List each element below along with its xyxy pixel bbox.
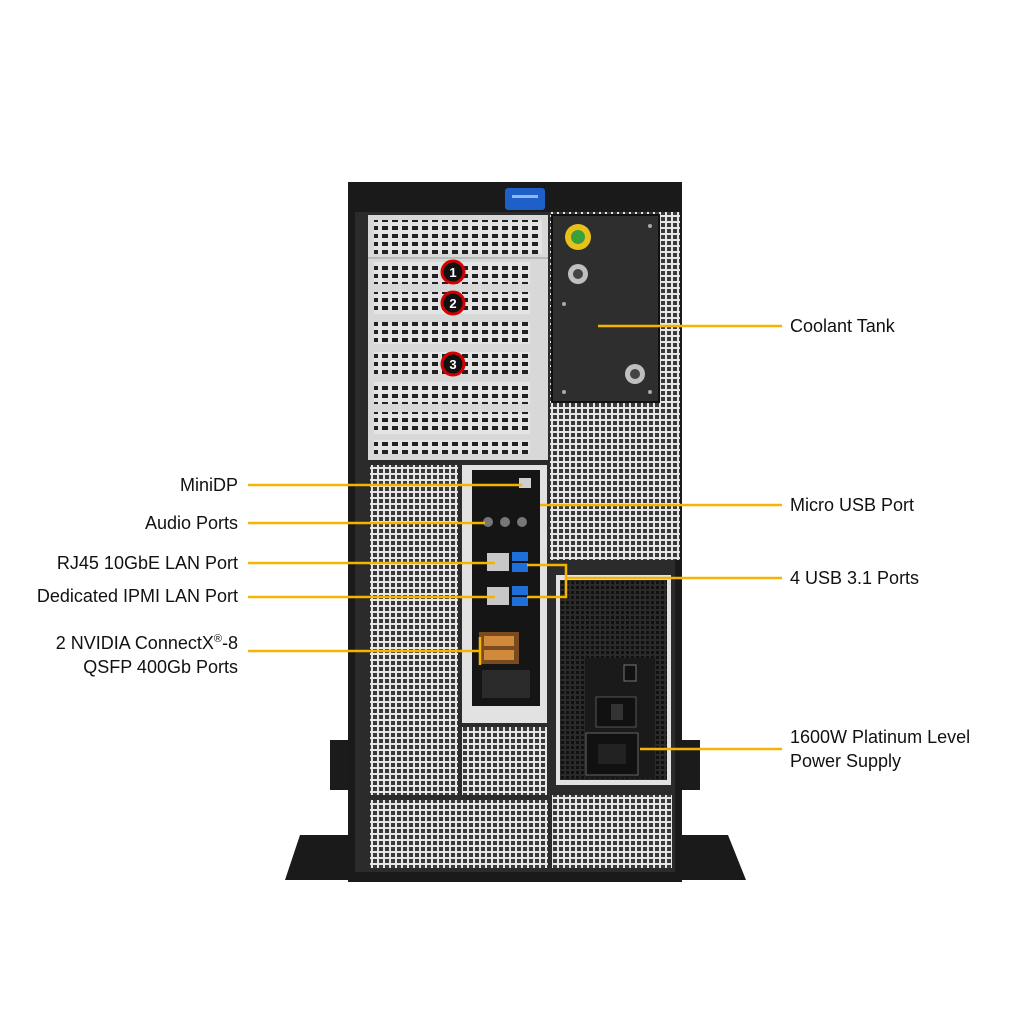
leader-lines (248, 324, 782, 751)
label-nvidia-line1: 2 NVIDIA ConnectX®-8 (55, 633, 238, 653)
svg-text:2: 2 (449, 296, 456, 311)
slot-badge-2: 2 (440, 290, 466, 316)
label-psu-line2: Power Supply (790, 751, 902, 771)
label-psu-line1: 1600W Platinum Level (790, 727, 971, 747)
mid-mesh-panel (462, 727, 547, 795)
label-power-supply: 1600W Platinum Level Power Supply (790, 725, 970, 773)
slot-badge-1: 1 (440, 259, 466, 285)
label-audio-ports: Audio Ports (144, 513, 238, 533)
label-ipmi-lan-port: Dedicated IPMI LAN Port (36, 586, 238, 606)
svg-text:1: 1 (449, 265, 456, 280)
coolant-tank-panel (550, 212, 680, 560)
io-shield (462, 465, 547, 723)
top-latch (505, 188, 545, 210)
label-usb31-ports: 4 USB 3.1 Ports (790, 568, 920, 588)
label-micro-usb-port: Micro USB Port (790, 495, 915, 515)
label-minidp: MiniDP (179, 475, 238, 495)
expansion-slots (368, 215, 548, 460)
label-nvidia-connectx: 2 NVIDIA ConnectX®-8 QSFP 400Gb Ports (56, 627, 238, 679)
label-coolant-tank: Coolant Tank (790, 316, 895, 336)
svg-text:3: 3 (449, 357, 456, 372)
label-rj45-lan-port: RJ45 10GbE LAN Port (56, 553, 238, 573)
left-mesh-panel (370, 465, 458, 795)
slot-badge-3: 3 (440, 351, 466, 377)
power-supply (556, 575, 671, 785)
bottom-right-mesh (552, 795, 672, 868)
label-nvidia-line2: QSFP 400Gb Ports (83, 657, 238, 677)
leader-usb31 (527, 563, 568, 599)
bottom-left-mesh (370, 800, 548, 868)
